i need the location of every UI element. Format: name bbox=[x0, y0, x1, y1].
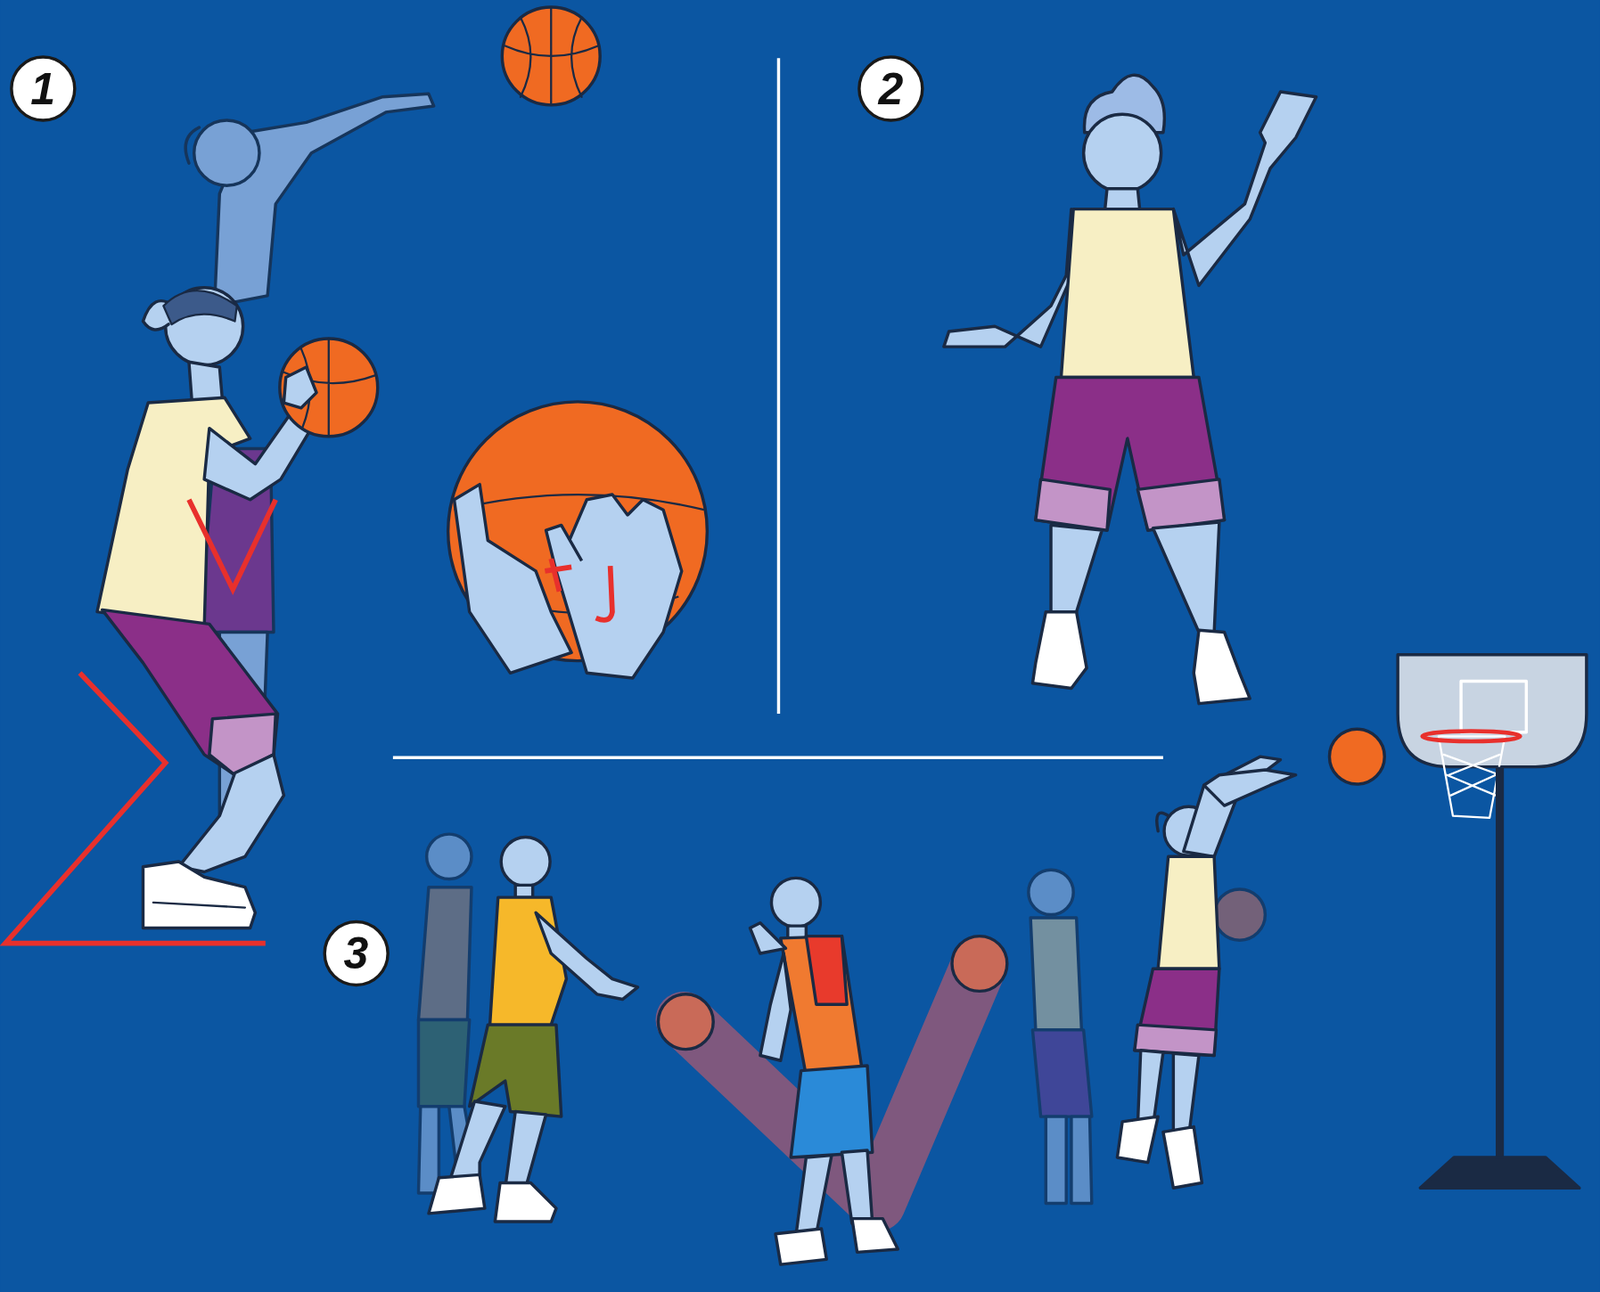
callout-number: 3 bbox=[323, 920, 390, 987]
callout-number: 1 bbox=[9, 56, 76, 123]
callout-number: 2 bbox=[857, 56, 924, 123]
